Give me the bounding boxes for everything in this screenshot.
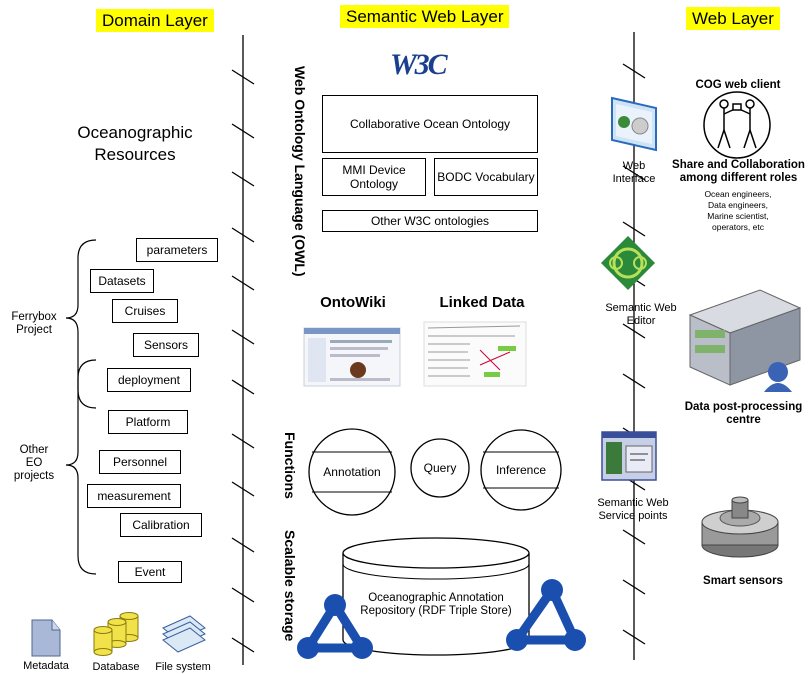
domain-item-calibration: Calibration (120, 513, 202, 537)
ferrybox-project-label: Ferrybox Project (11, 311, 57, 336)
smart-sensors-label: Smart sensors (703, 575, 783, 587)
cog-web-client-label: COG web client (695, 79, 781, 91)
domain-item-personnel: Personnel (99, 450, 181, 474)
oceanographic-resources-title: Oceanographic Resources (77, 123, 193, 164)
storage-cylinder (342, 537, 530, 656)
semantic-web-layer-header: Semantic Web Layer (340, 5, 510, 28)
ferrybox-bracket (65, 239, 97, 409)
other-eo-bracket (65, 359, 97, 575)
domain-item-event: Event (118, 561, 182, 583)
smart-sensor-icon (701, 496, 779, 558)
linked-data-label: Linked Data (439, 294, 525, 311)
collaborative-ocean-ontology-box: Collaborative Ocean Ontology (322, 95, 538, 153)
web-interface-label: Web Interface (612, 160, 656, 185)
domain-item-datasets: Datasets (90, 269, 154, 293)
service-points-icon (601, 431, 657, 481)
share-collaboration-label: Share and Collaboration among different … (672, 159, 805, 184)
domain-item-sensors: Sensors (133, 333, 199, 357)
other-eo-projects-label: Other EO projects (13, 444, 55, 482)
svg-text:W3C: W3C (390, 48, 449, 81)
w3c-logo: W3C (390, 48, 451, 81)
file-system-label: File system (155, 661, 211, 673)
metadata-icon (31, 619, 61, 657)
annotation-label: Annotation (323, 465, 381, 479)
web-interface-icon (611, 96, 657, 152)
domain-item-parameters: parameters (136, 238, 218, 262)
collaboration-icon (703, 91, 771, 159)
database-label: Database (92, 661, 140, 673)
linked-data-screenshot-icon (423, 321, 527, 387)
other-w3c-ontologies-box: Other W3C ontologies (322, 210, 538, 232)
domain-item-platform: Platform (108, 410, 188, 434)
ontowiki-screenshot-icon (303, 327, 401, 387)
domain-item-measurement: measurement (87, 484, 181, 508)
inference-circle (480, 429, 562, 511)
inference-label: Inference (495, 463, 547, 477)
rdf-logo-right (506, 579, 586, 651)
bodc-vocabulary-box: BODC Vocabulary (434, 158, 538, 196)
owl-label: Web Ontology Language (OWL) (292, 66, 308, 277)
domain-layer-header: Domain Layer (96, 9, 214, 32)
database-icon (93, 612, 139, 656)
annotation-circle (308, 428, 396, 516)
query-circle (410, 438, 470, 498)
server-icon (688, 289, 802, 392)
semantic-web-service-points-label: Semantic Web Service points (597, 497, 669, 522)
scalable-storage-label: Scalable storage (282, 530, 298, 642)
mmi-device-ontology-box: MMI Device Ontology (322, 158, 426, 196)
left-divider-ticks (231, 69, 255, 653)
semantic-editor-icon (601, 236, 655, 290)
functions-label: Functions (282, 432, 298, 499)
web-layer-header: Web Layer (686, 7, 780, 30)
file-system-icon (162, 615, 206, 653)
repository-label: Oceanographic Annotation Repository (RDF… (360, 592, 512, 617)
ontowiki-label: OntoWiki (320, 294, 386, 311)
semantic-web-editor-label: Semantic Web Editor (605, 302, 677, 327)
rdf-logo-left (297, 594, 373, 659)
roles-list: Ocean engineers, Data engineers, Marine … (704, 189, 772, 232)
domain-item-cruises: Cruises (112, 299, 178, 323)
domain-item-deployment: deployment (107, 368, 191, 392)
metadata-label: Metadata (23, 660, 69, 672)
query-label: Query (423, 461, 457, 475)
data-post-processing-label: Data post-processing centre (684, 401, 803, 426)
